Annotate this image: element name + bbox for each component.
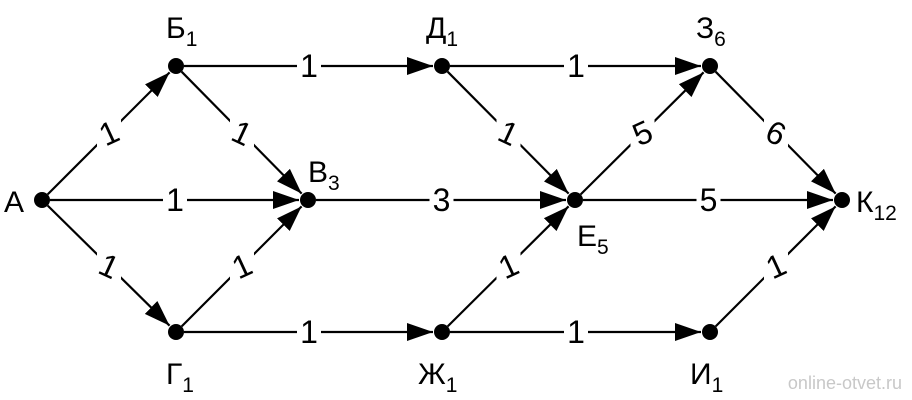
node-K-label: К12 xyxy=(856,186,897,225)
node-Zh-label: Ж1 xyxy=(418,358,457,397)
edge-weight-background xyxy=(297,48,321,82)
node-I-dot xyxy=(702,324,718,340)
node-letter: И xyxy=(690,358,712,391)
node-Z-dot xyxy=(702,58,718,74)
edge-weight-label: 1 xyxy=(300,48,318,84)
node-letter: А xyxy=(4,186,24,219)
node-G-label: Г1 xyxy=(166,358,194,397)
edge-weight-label: 1 xyxy=(166,182,184,218)
edge-weight-label: 3 xyxy=(433,182,451,218)
edge-weight-background xyxy=(496,115,521,149)
edge-weight-background xyxy=(97,115,121,149)
edge-weight-background xyxy=(764,115,788,149)
node-B-label: Б1 xyxy=(166,12,197,51)
node-A-label: А xyxy=(4,186,24,219)
node-index-subscript: 1 xyxy=(182,374,194,397)
node-E-dot xyxy=(567,192,583,208)
edge-weight-label: 1 xyxy=(567,48,585,84)
node-K-dot xyxy=(834,192,850,208)
edge-weight-background xyxy=(163,182,187,216)
edge-weight-background xyxy=(297,314,321,348)
edge-weight-background xyxy=(564,48,588,82)
node-V-dot xyxy=(300,192,316,208)
edge-weight-label: 1 xyxy=(567,314,585,350)
edge-weight-background xyxy=(230,115,254,149)
node-letter: Е xyxy=(577,220,597,253)
edge-weight-background xyxy=(764,248,788,282)
node-letter: Ж xyxy=(418,358,446,391)
node-letter: Д xyxy=(426,12,446,45)
edge-weight-background xyxy=(496,248,521,282)
node-letter: Б xyxy=(166,12,186,45)
node-letter: В xyxy=(308,156,328,189)
node-index-subscript: 1 xyxy=(446,28,458,51)
node-V-label: В3 xyxy=(308,156,340,195)
node-index-subscript: 12 xyxy=(873,202,896,225)
edge-weight-background xyxy=(97,248,121,282)
node-Z-label: З6 xyxy=(696,12,726,51)
edge-weight-background xyxy=(696,182,721,216)
node-letter: К xyxy=(856,186,874,219)
node-index-subscript: 5 xyxy=(597,236,609,259)
node-G-dot xyxy=(168,324,184,340)
edge-weight-background xyxy=(564,314,588,348)
node-I-label: И1 xyxy=(690,358,723,397)
node-index-subscript: 1 xyxy=(186,28,198,51)
node-index-subscript: 1 xyxy=(446,374,458,397)
node-A-dot xyxy=(34,192,50,208)
node-letter: Г xyxy=(166,358,182,391)
node-index-subscript: 1 xyxy=(712,374,724,397)
node-E-label: Е5 xyxy=(577,220,609,259)
node-letter: З xyxy=(696,12,714,45)
edge-weight-label: 1 xyxy=(300,314,318,350)
edge-weight-background xyxy=(230,248,254,282)
node-Zh-dot xyxy=(434,324,450,340)
node-D-label: Д1 xyxy=(426,12,458,51)
edge-weight-label: 5 xyxy=(700,182,718,218)
watermark: online-otvet.ru xyxy=(787,373,902,393)
node-index-subscript: 6 xyxy=(714,28,726,51)
node-B-dot xyxy=(168,58,184,74)
edge-weight-background xyxy=(630,115,655,149)
edge-weight-background xyxy=(429,182,454,216)
node-index-subscript: 3 xyxy=(328,172,340,195)
node-D-dot xyxy=(434,58,450,74)
